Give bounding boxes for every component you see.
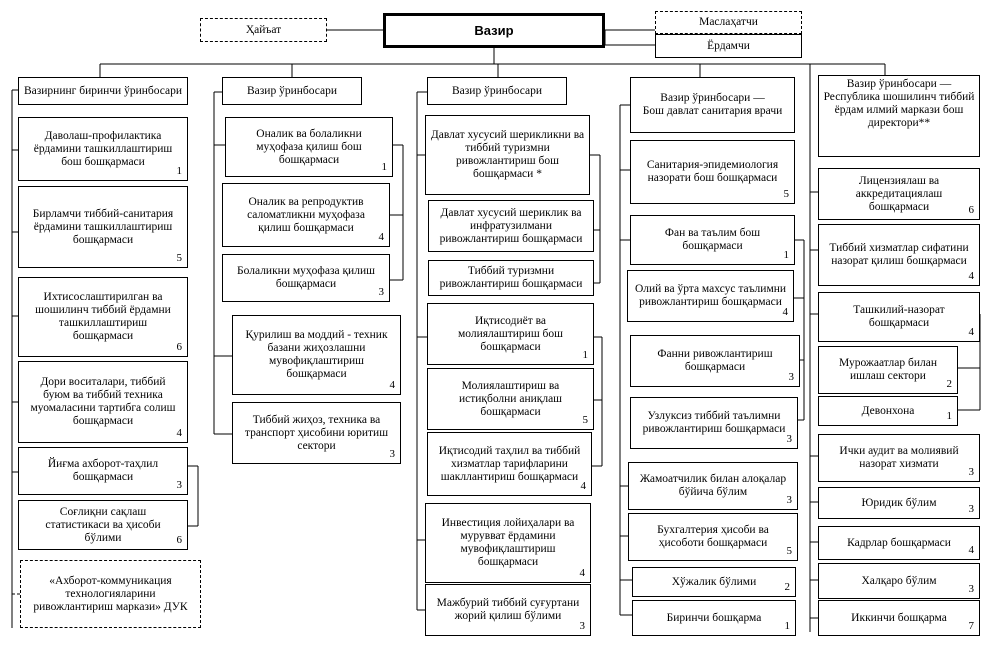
- advisor-box: Маслаҳатчи: [655, 11, 802, 34]
- col3-item: Иқтисодий таҳлил ва тиббий хизматлар тар…: [427, 432, 592, 496]
- col3-item: Давлат хусусий шерикликни ва тиббий тури…: [425, 115, 590, 195]
- col3-item: Тиббий туризмни ривожлантириш бошқармаси: [428, 260, 594, 296]
- col4-item: Олий ва ўрта махсус таълимни ривожлантир…: [627, 270, 794, 322]
- col4-item: Бухгалтерия ҳисоби ва ҳисоботи бошқармас…: [628, 513, 798, 561]
- col1-head: Вазирнинг биринчи ўринбосари: [18, 77, 188, 105]
- col1-item: Ихтисослаштирилган ва шошилинч тиббий ёр…: [18, 277, 188, 357]
- col3-head: Вазир ўринбосари: [427, 77, 567, 105]
- col5-item: Лицензиялаш ва аккредитациялаш бошқармас…: [818, 168, 980, 220]
- col1-item: Соғлиқни сақлаш статистикаси ва ҳисоби б…: [18, 500, 188, 550]
- col3-item: Инвестиция лойиҳалари ва мурувват ёрдами…: [425, 503, 591, 583]
- col3-item: Иқтисодиёт ва молиялаштириш бош бошқарма…: [427, 303, 594, 365]
- col4-head: Вазир ўринбосари — Бош давлат санитария …: [630, 77, 795, 133]
- col3-item: Молиялаштириш ва истиқболни аниқлаш бошқ…: [427, 368, 594, 430]
- col2-item: Оналик ва болаликни муҳофаза қилиш бош б…: [225, 117, 393, 177]
- col2-item: Оналик ва репродуктив саломатликни муҳоф…: [222, 183, 390, 247]
- minister-box: Вазир: [383, 13, 605, 48]
- assistant-box: Ёрдамчи: [655, 34, 802, 58]
- col5-head: Вазир ўринбосари — Республика шошилинч т…: [818, 75, 980, 157]
- col3-item: Мажбурий тиббий суғуртани жорий қилиш бў…: [425, 584, 591, 636]
- col1-item: Бирламчи тиббий-санитария ёрдамини ташки…: [18, 186, 188, 268]
- col4-item: Санитария-эпидемиология назорати бош бош…: [630, 140, 795, 204]
- col1-item: Дори воситалари, тиббий буюм ва тиббий т…: [18, 361, 188, 443]
- col2-item: Тиббий жиҳоз, техника ва транспорт ҳисоб…: [232, 402, 401, 464]
- col3-item: Давлат хусусий шериклик ва инфратузилман…: [428, 200, 594, 252]
- col2-item: Қурилиш ва моддий - техник базани жиҳозл…: [232, 315, 401, 395]
- col2-head: Вазир ўринбосари: [222, 77, 362, 105]
- col4-item: Узлуксиз тиббий таълимни ривожлантириш б…: [630, 397, 798, 449]
- hayat-box: Ҳайъат: [200, 18, 327, 42]
- col1-item: «Ахборот-коммуникация технологияларини р…: [20, 560, 201, 628]
- col1-item: Даволаш-профилактика ёрдамини ташкиллашт…: [18, 117, 188, 181]
- col5-item: Тиббий хизматлар сифатини назорат қилиш …: [818, 224, 980, 286]
